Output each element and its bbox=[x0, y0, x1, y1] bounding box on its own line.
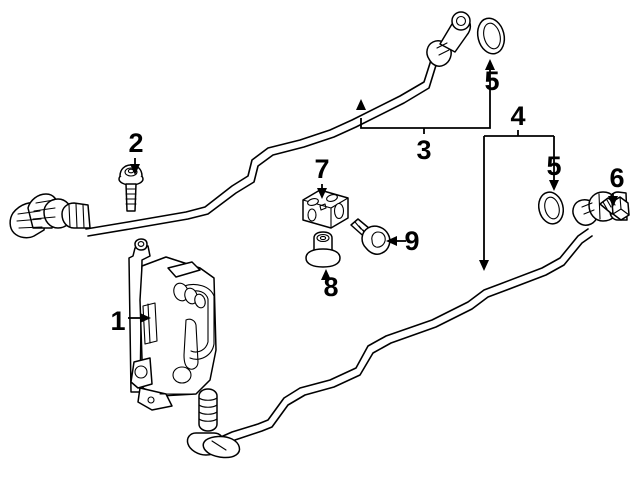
upper-line-right-fitting bbox=[426, 11, 472, 67]
callout-6-leader bbox=[608, 193, 618, 207]
callout-2-leader bbox=[130, 158, 140, 175]
hex-bolt[interactable] bbox=[599, 196, 630, 221]
callout-8-leader bbox=[321, 269, 331, 280]
callout-7-leader bbox=[317, 184, 327, 199]
callout-7-label: 7 bbox=[314, 154, 329, 184]
callout-4-label: 4 bbox=[510, 101, 525, 131]
upper-line-left-connector bbox=[9, 193, 91, 239]
callout-2-label: 2 bbox=[128, 128, 143, 158]
lower-line-left-connector bbox=[186, 388, 241, 459]
transmission-oil-cooler[interactable] bbox=[128, 238, 217, 411]
callout-9-leader bbox=[386, 236, 406, 246]
callout-9-label: 9 bbox=[404, 226, 419, 256]
o-ring-upper[interactable] bbox=[474, 15, 508, 56]
callout-5b-leader bbox=[549, 148, 559, 191]
callout-5a-leader bbox=[485, 59, 495, 118]
callout-3-leader bbox=[356, 99, 491, 134]
upper-cooler-line[interactable] bbox=[9, 11, 472, 239]
callout-5a-label: 5 bbox=[484, 66, 499, 96]
o-ring-lower[interactable] bbox=[535, 190, 566, 227]
callout-8-label: 8 bbox=[323, 272, 338, 302]
callout-1-label: 1 bbox=[110, 306, 125, 336]
flange-bolt-small[interactable] bbox=[350, 218, 391, 255]
rubber-grommet[interactable] bbox=[305, 231, 341, 268]
line-clamp-block[interactable] bbox=[302, 189, 349, 229]
callout-3-label: 3 bbox=[416, 135, 431, 165]
callout-6-label: 6 bbox=[609, 163, 624, 193]
callout-5b-label: 5 bbox=[546, 151, 561, 181]
callout-1-leader bbox=[128, 313, 151, 323]
callout-4-leader bbox=[479, 130, 555, 271]
